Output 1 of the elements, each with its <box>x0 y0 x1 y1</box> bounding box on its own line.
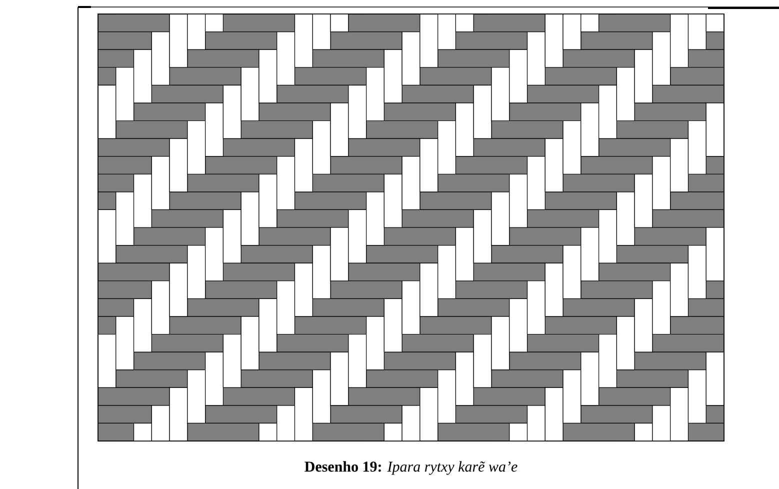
caption: Desenho 19: Ipara rytxy karẽ wa’e <box>304 461 518 475</box>
